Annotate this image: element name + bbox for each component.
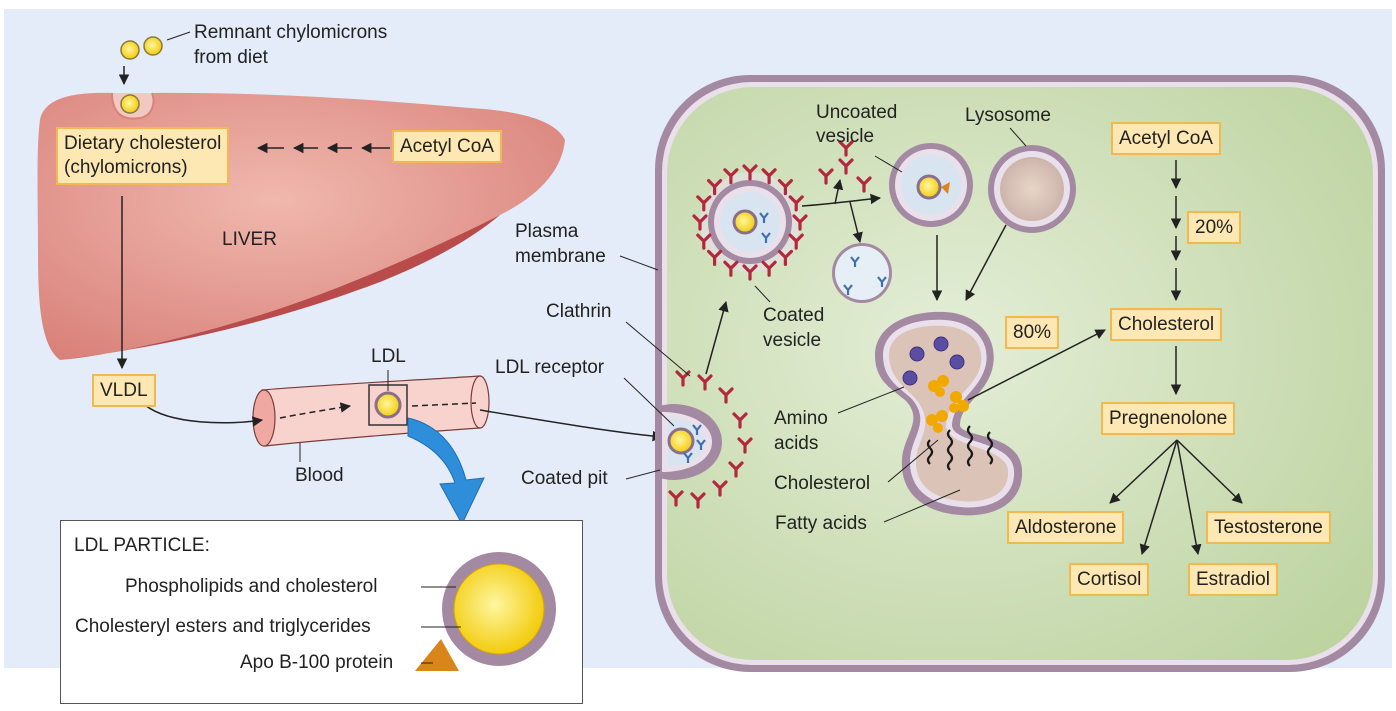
amino-acids-label: Amino acids [774,408,828,454]
ldl-particle [374,391,402,419]
vldl-box: VLDL [92,374,156,407]
fatty-acids-label: Fatty acids [775,513,867,534]
chylomicron-particle [143,36,163,56]
lysosome [988,145,1076,233]
pregnenolone-box: Pregnenolone [1101,402,1236,435]
uncoated-vesicle [889,143,973,227]
chylomicron-particle [120,94,140,114]
lipid-core [453,563,545,655]
clathrin-label: Clathrin [546,301,612,322]
plasma-membrane-label: Plasma membrane [515,221,606,267]
ldl-particle-illustration [415,552,556,671]
phospholipids-label: Phospholipids and cholesterol [125,576,378,597]
cholesterol-cell-box: Cholesterol [1110,308,1223,341]
aldosterone-box: Aldosterone [1007,511,1125,544]
dietary-cholesterol-box: Dietary cholesterol (chylomicrons) [56,127,230,185]
coated-vesicle [700,172,800,272]
blood-label: Blood [295,465,344,486]
ldl-particle-panel: LDL PARTICLE: Phospholipids and choleste… [60,520,583,704]
uncoated-vesicle-label: Uncoated vesicle [816,102,898,147]
testosterone-box: Testosterone [1206,511,1331,544]
ldl-label: LDL [371,346,406,367]
pct-80-box: 80% [1005,316,1060,349]
acetyl-coa-cell-box: Acetyl CoA [1111,122,1221,155]
chylomicron-particle [120,40,140,60]
coated-vesicle-label: Coated vesicle [763,305,825,351]
cholesterol-lysosome-label: Cholesterol [774,473,871,494]
apo-b100-protein [415,639,459,671]
apo-b100-label: Apo B-100 protein [240,652,394,673]
ldl-panel-title: LDL PARTICLE: [74,535,210,556]
cholesteryl-esters-label: Cholesteryl esters and triglycerides [75,616,371,637]
liver-label: LIVER [222,229,277,250]
acetyl-coa-liver-box: Acetyl CoA [392,130,502,163]
remnant-chylomicrons-label: Remnant chylomicrons from diet [194,22,388,68]
coated-pit-label: Coated pit [521,468,608,489]
receptor-recycling-vesicle [832,243,892,303]
estradiol-box: Estradiol [1188,563,1278,596]
endolysosome [875,311,1023,516]
lysosome-label: Lysosome [965,105,1051,126]
ldl-receptor-label: LDL receptor [495,357,605,378]
cortisol-box: Cortisol [1069,563,1150,596]
pct-20-box: 20% [1187,211,1242,244]
